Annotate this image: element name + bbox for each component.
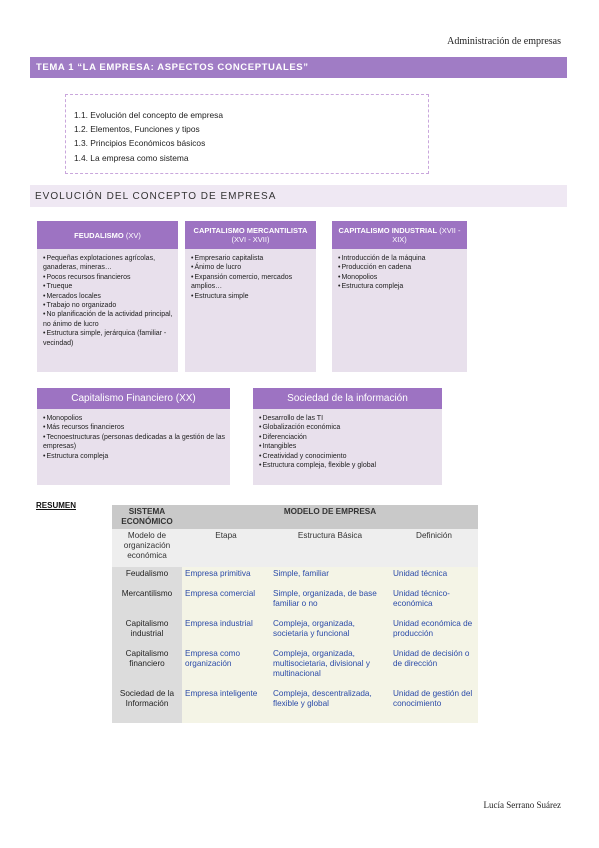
row-label: Sociedad de la Información xyxy=(112,687,182,723)
table-row: Feudalismo Empresa primitiva Simple, fam… xyxy=(112,567,479,587)
card-period: (XV) xyxy=(123,230,141,240)
table-row: Mercantilismo Empresa comercial Simple, … xyxy=(112,587,479,617)
list-item: Trueque xyxy=(43,282,174,291)
summary-label: RESUMEN xyxy=(36,501,77,510)
list-item: Pequeñas explotaciones agrícolas, ganade… xyxy=(43,254,174,273)
table-cell: Compleja, descentralizada, flexible y gl… xyxy=(270,687,390,723)
toc-item: 1.3. Principios Económicos básicos xyxy=(74,138,206,149)
card-title: FEUDALISMO xyxy=(74,230,124,240)
column-header: Estructura Básica xyxy=(270,529,390,567)
corner-header: SISTEMA ECONÓMICO xyxy=(112,505,182,529)
card-capitalismo-financiero: Capitalismo Financiero (XX) Monopolios M… xyxy=(37,388,230,485)
list-item: Intangibles xyxy=(259,442,438,451)
document-header: Administración de empresas xyxy=(447,36,561,47)
card-list: Introducción de la máquina Producción en… xyxy=(332,249,467,292)
list-item: Producción en cadena xyxy=(338,263,463,272)
card-capitalismo-industrial: CAPITALISMO INDUSTRIAL (XVII - XIX) Intr… xyxy=(332,221,467,372)
toc-item: 1.2. Elementos, Funciones y tipos xyxy=(74,124,200,135)
row-label: Capitalismo financiero xyxy=(112,647,182,687)
card-list: Monopolios Más recursos financieros Tecn… xyxy=(37,409,230,461)
card-header: Capitalismo Financiero (XX) xyxy=(37,388,230,409)
toc-item: 1.1. Evolución del concepto de empresa xyxy=(74,110,223,120)
table-cell: Unidad técnica xyxy=(390,567,479,587)
table-cell: Simple, familiar xyxy=(270,567,390,587)
card-header: Sociedad de la información xyxy=(253,388,442,409)
column-header: Etapa xyxy=(182,529,270,567)
table-cell: Empresa industrial xyxy=(182,617,270,647)
list-item: Estructura simple xyxy=(191,292,312,301)
table-subheader-row: Modelo de organización económica Etapa E… xyxy=(112,529,479,567)
card-header: CAPITALISMO INDUSTRIAL (XVII - XIX) xyxy=(332,221,467,249)
card-title: Sociedad de la información xyxy=(287,393,408,404)
row-header-label: Modelo de organización económica xyxy=(112,529,182,567)
table-row: Capitalismo industrial Empresa industria… xyxy=(112,617,479,647)
table-cell: Unidad técnico-económica xyxy=(390,587,479,617)
table-cell: Compleja, organizada, multisocietaria, d… xyxy=(270,647,390,687)
list-item: Estructura simple, jerárquica (familiar … xyxy=(43,329,174,348)
card-title: CAPITALISMO INDUSTRIAL xyxy=(338,226,438,235)
card-period: (XVII - XIX) xyxy=(392,226,461,244)
table-row: Capitalismo financiero Empresa como orga… xyxy=(112,647,479,687)
card-header: FEUDALISMO (XV) xyxy=(37,221,178,249)
row-label: Mercantilismo xyxy=(112,587,182,617)
card-feudalismo: FEUDALISMO (XV) Pequeñas explotaciones a… xyxy=(37,221,178,372)
card-header: CAPITALISMO MERCANTILISTA (XVI - XVII) xyxy=(185,221,316,249)
list-item: Creatividad y conocimiento xyxy=(259,452,438,461)
card-capitalismo-mercantilista: CAPITALISMO MERCANTILISTA (XVI - XVII) E… xyxy=(185,221,316,372)
table-cell: Empresa inteligente xyxy=(182,687,270,723)
author-footer: Lucía Serrano Suárez xyxy=(483,800,561,810)
card-title: CAPITALISMO MERCANTILISTA xyxy=(193,226,308,235)
list-item: Pocos recursos financieros xyxy=(43,273,174,282)
table-cell: Compleja, organizada, societaria y funci… xyxy=(270,617,390,647)
card-list: Empresario capitalista Ánimo de lucro Ex… xyxy=(185,249,316,301)
list-item: Trabajo no organizado xyxy=(43,301,174,310)
row-label: Feudalismo xyxy=(112,567,182,587)
list-item: Expansión comercio, mercados amplios… xyxy=(191,273,312,292)
table-row: Sociedad de la Información Empresa intel… xyxy=(112,687,479,723)
card-list: Pequeñas explotaciones agrícolas, ganade… xyxy=(37,249,178,348)
section-title: EVOLUCIÓN DEL CONCEPTO DE EMPRESA xyxy=(35,190,277,202)
group-header: MODELO DE EMPRESA xyxy=(182,505,479,529)
row-label: Capitalismo industrial xyxy=(112,617,182,647)
summary-table: SISTEMA ECONÓMICO MODELO DE EMPRESA Mode… xyxy=(112,505,479,723)
list-item: Empresario capitalista xyxy=(191,254,312,263)
list-item: Introducción de la máquina xyxy=(338,254,463,263)
table-cell: Unidad de gestión del conocimiento xyxy=(390,687,479,723)
table-of-contents: 1.1. Evolución del concepto de empresa 1… xyxy=(65,94,429,174)
topic-title: TEMA 1 “LA EMPRESA: ASPECTOS CONCEPTUALE… xyxy=(36,62,309,73)
card-sociedad-informacion: Sociedad de la información Desarrollo de… xyxy=(253,388,442,485)
table-cell: Simple, organizada, de base familiar o n… xyxy=(270,587,390,617)
table-header-row: SISTEMA ECONÓMICO MODELO DE EMPRESA xyxy=(112,505,479,529)
card-period: (XVI - XVII) xyxy=(231,235,270,244)
card-list: Desarrollo de las TI Globalización econó… xyxy=(253,409,442,470)
list-item: Tecnoestructuras (personas dedicadas a l… xyxy=(43,433,226,452)
toc-item: 1.4. La empresa como sistema xyxy=(74,152,189,163)
section-title-bar: EVOLUCIÓN DEL CONCEPTO DE EMPRESA xyxy=(30,185,567,207)
list-item: Estructura compleja, flexible y global xyxy=(259,461,438,470)
table-cell: Unidad económica de producción xyxy=(390,617,479,647)
list-item: Diferenciación xyxy=(259,433,438,442)
table-cell: Empresa comercial xyxy=(182,587,270,617)
list-item: Globalización económica xyxy=(259,423,438,432)
table-cell: Unidad de decisión o de dirección xyxy=(390,647,479,687)
topic-title-bar: TEMA 1 “LA EMPRESA: ASPECTOS CONCEPTUALE… xyxy=(30,57,567,78)
list-item: Monopolios xyxy=(338,273,463,282)
list-item: Desarrollo de las TI xyxy=(259,414,438,423)
table-cell: Empresa como organización xyxy=(182,647,270,687)
list-item: Monopolios xyxy=(43,414,226,423)
card-title: Capitalismo Financiero (XX) xyxy=(71,393,196,404)
list-item: Ánimo de lucro xyxy=(191,263,312,272)
list-item: Estructura compleja xyxy=(338,282,463,291)
list-item: Estructura compleja xyxy=(43,452,226,461)
list-item: Mercados locales xyxy=(43,292,174,301)
table-cell: Empresa primitiva xyxy=(182,567,270,587)
list-item: Más recursos financieros xyxy=(43,423,226,432)
list-item: No planificación de la actividad princip… xyxy=(43,310,174,329)
column-header: Definición xyxy=(390,529,479,567)
